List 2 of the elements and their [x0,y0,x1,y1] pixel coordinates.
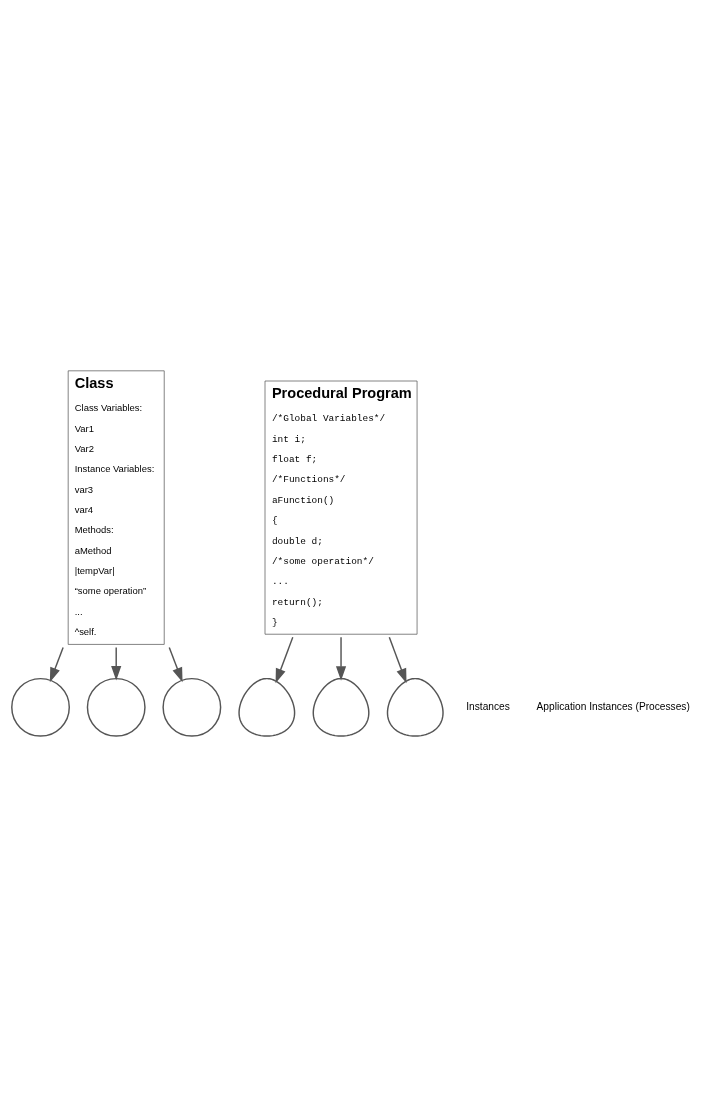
label: Application Instances (Processes) [536,700,690,712]
label: Instances [466,700,510,712]
